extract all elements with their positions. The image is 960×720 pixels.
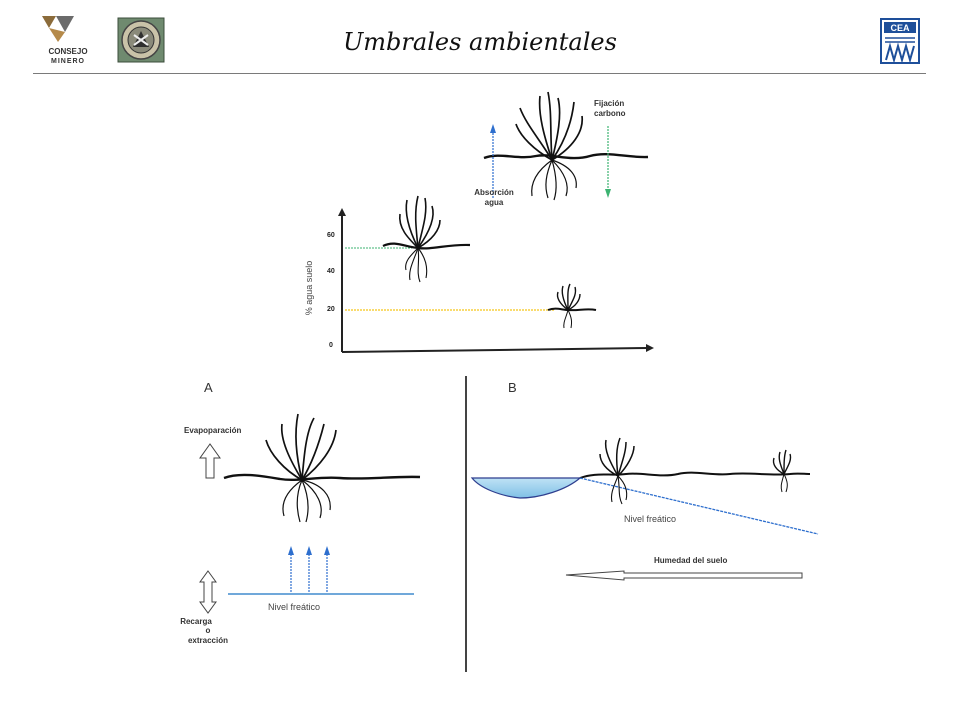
cea-logo-icon: CEA (880, 18, 920, 64)
carbon-fixation-arrow-icon (605, 189, 611, 198)
plant-small-icon (547, 283, 597, 329)
plant-panel-b-small-icon (772, 449, 792, 493)
right-logo: CEA (880, 18, 920, 64)
ground-line-b (579, 471, 811, 479)
absorcion-label-1: Absorción (474, 188, 514, 197)
y-axis-arrow-icon (338, 208, 346, 216)
recharge-arrow-icon (324, 546, 330, 555)
water-table-line-b (579, 477, 819, 535)
recarga-label-2: o (206, 626, 211, 635)
fijacion-label-1: Fijación (594, 99, 624, 108)
absorption-arrow-icon (490, 124, 496, 133)
left-logo: CONSEJO MINERO (36, 14, 100, 66)
plant-large-icon (483, 91, 649, 201)
plant-medium-icon (382, 195, 471, 283)
x-axis-arrow-icon (646, 344, 654, 352)
consejo-minero-logo-icon: CONSEJO MINERO (42, 16, 88, 65)
panel-b-label: B (508, 380, 517, 395)
left-logo-line1: CONSEJO (48, 47, 87, 56)
soil-moisture-arrow-icon (565, 570, 803, 581)
plant-panel-a-icon (223, 413, 421, 523)
double-arrow-icon (199, 570, 217, 614)
humedad-label: Humedad del suelo (654, 556, 727, 565)
absorcion-label-2: agua (485, 198, 504, 207)
fijacion-label-2: carbono (594, 109, 626, 118)
ytick-40: 40 (327, 268, 335, 275)
ytick-0: 0 (329, 342, 333, 349)
y-axis-label: % agua suelo (304, 261, 314, 316)
left-logo-line2: MINERO (51, 58, 85, 65)
x-axis (341, 347, 649, 353)
top-chart: 60 40 20 0 % agua suelo (304, 91, 654, 353)
header-divider (33, 73, 926, 74)
panel-a: A Evapoparación Nivel freático (180, 380, 421, 645)
nivel-freatico-a-label: Nivel freático (268, 602, 320, 612)
panel-b: B Nivel freático Humedad del suelo (470, 380, 819, 581)
ytick-20: 20 (327, 306, 335, 313)
ytick-60: 60 (327, 232, 335, 239)
recharge-arrow-icon (306, 546, 312, 555)
panel-a-label: A (204, 380, 213, 395)
seal-icon (117, 17, 165, 63)
right-logo-text: CEA (890, 23, 910, 33)
plant-panel-b-medium-icon (599, 437, 635, 505)
recarga-label-3: extracción (188, 636, 228, 645)
evaporation-arrow-icon (199, 443, 221, 479)
recharge-arrows (290, 554, 328, 592)
evaporacion-label: Evapoparación (184, 426, 241, 435)
recharge-arrow-icon (288, 546, 294, 555)
recarga-label-1: Recarga (180, 617, 212, 626)
water-body (470, 477, 582, 499)
nivel-freatico-b-label: Nivel freático (624, 514, 676, 524)
seal-logo (117, 17, 165, 63)
slide-title: Umbrales ambientales (343, 28, 617, 56)
